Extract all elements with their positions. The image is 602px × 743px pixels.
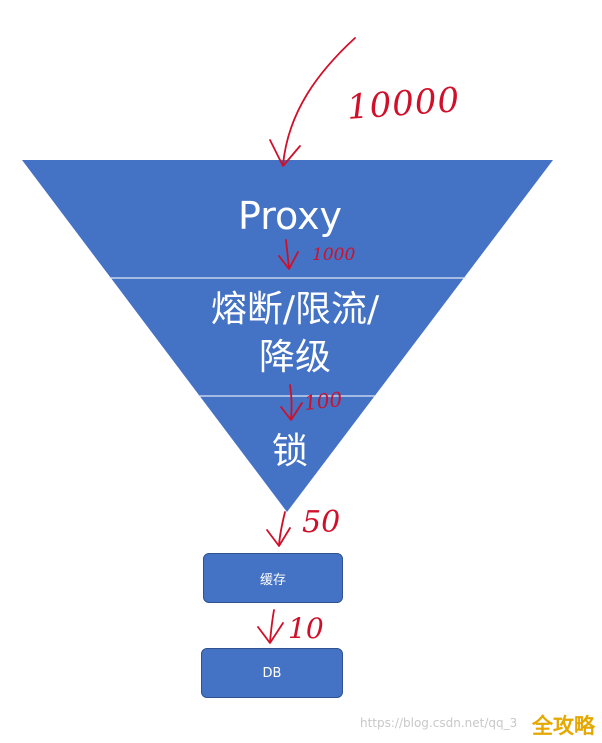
cache-arrow [269, 609, 275, 643]
breaker-arrow-head [280, 402, 303, 421]
funnel-layer-lock: 锁 [271, 431, 308, 472]
annotation-after-breaker: 100 [302, 387, 344, 415]
lock-arrow [278, 511, 286, 546]
incoming-arrow-head [269, 139, 301, 167]
proxy-arrow [285, 239, 290, 269]
funnel-layer-proxy: Proxy [237, 194, 343, 238]
db-box: DB [201, 648, 343, 698]
cache-label: 缓存 [259, 572, 286, 588]
cache-arrow-head [257, 622, 284, 644]
incoming-arrow [282, 37, 356, 166]
breaker-arrow [289, 384, 293, 420]
lock-arrow-head [266, 527, 291, 547]
proxy-arrow-head [278, 251, 299, 270]
watermark-url: https://blog.csdn.net/qq_3 [360, 716, 518, 730]
cache-box: 缓存 [203, 553, 343, 603]
annotation-incoming: 10000 [345, 80, 462, 128]
db-label: DB [262, 665, 282, 681]
annotation-after-cache: 10 [288, 612, 324, 645]
funnel-triangle [22, 160, 553, 512]
funnel-layer-circuit-breaker: 熔断/限流/ 降级 [210, 289, 380, 378]
annotation-after-lock: 50 [302, 505, 341, 540]
annotation-after-proxy: 1000 [312, 245, 356, 265]
watermark-logo: 全攻略 [532, 714, 595, 738]
